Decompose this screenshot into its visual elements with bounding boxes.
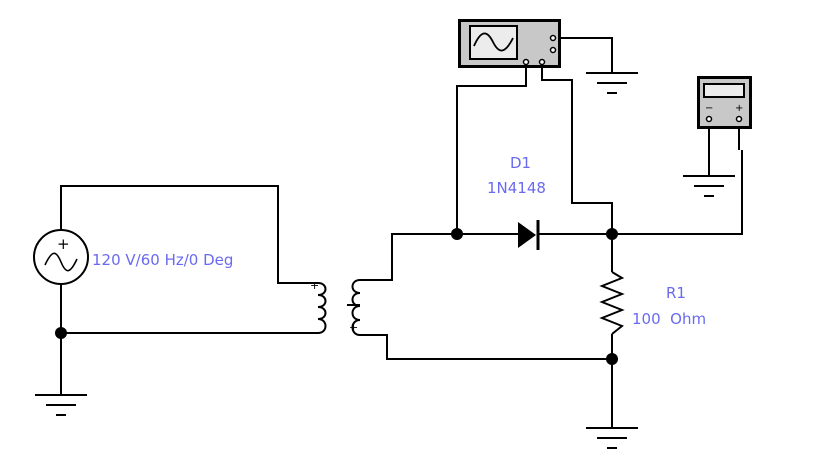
junction-ground: [606, 353, 618, 365]
oscilloscope-icon[interactable]: [458, 19, 561, 68]
multimeter-icon[interactable]: − +: [697, 76, 752, 129]
ground-symbol-meter: [683, 175, 735, 197]
wire-scope-a: [456, 66, 527, 234]
transformer-primary-coil: [317, 282, 327, 334]
wire-source-bottom: [60, 284, 318, 334]
resistor-r1[interactable]: R1 100 Ohm: [599, 271, 706, 335]
wire-secondary-top: [360, 233, 518, 281]
diode-model: 1N4148: [487, 179, 546, 197]
ground-symbol-scope: [586, 72, 638, 94]
oscilloscope-trace-icon: [473, 32, 514, 52]
multimeter-terminal-positive[interactable]: [735, 115, 743, 123]
diode-d1[interactable]: D1 1N4148: [487, 154, 546, 250]
wire-scope-b: [541, 66, 613, 234]
oscilloscope-terminal-b[interactable]: [538, 58, 546, 66]
transformer-secondary-polarity: +: [349, 321, 358, 334]
junction-source-bottom: [55, 327, 67, 339]
junctions: [55, 228, 618, 365]
wire-secondary-bottom: [360, 334, 612, 360]
wire-diode-cathode: [538, 150, 743, 235]
oscilloscope-terminal-a[interactable]: [522, 58, 530, 66]
oscilloscope-terminal-g[interactable]: [549, 34, 557, 42]
wires: [60, 37, 743, 428]
diode-triangle-icon: [518, 222, 536, 248]
multimeter-display: [703, 83, 745, 98]
multimeter-terminal-negative[interactable]: [705, 115, 713, 123]
wire-source-top: [60, 185, 318, 284]
source-plus-sign: +: [57, 235, 70, 253]
sine-wave-icon: [44, 252, 78, 272]
ground-symbol-resistor: [586, 427, 638, 449]
diode-ref: D1: [510, 154, 531, 172]
wire-scope-ground: [556, 37, 613, 73]
transformer[interactable]: + +: [310, 279, 361, 336]
oscilloscope-terminal-t[interactable]: [549, 46, 557, 54]
transformer-primary-polarity: +: [310, 279, 319, 292]
source-label: 120 V/60 Hz/0 Deg: [92, 251, 233, 269]
ac-voltage-source[interactable]: + 120 V/60 Hz/0 Deg: [33, 229, 233, 285]
junction-cathode: [606, 228, 618, 240]
multimeter-plus-label: +: [735, 103, 743, 114]
ground-symbol-source: [35, 394, 87, 416]
junction-anode: [451, 228, 463, 240]
resistor-value: 100 Ohm: [632, 310, 706, 328]
resistor-zigzag: [599, 271, 625, 335]
multimeter-minus-label: −: [705, 103, 713, 114]
resistor-ref: R1: [666, 284, 686, 302]
